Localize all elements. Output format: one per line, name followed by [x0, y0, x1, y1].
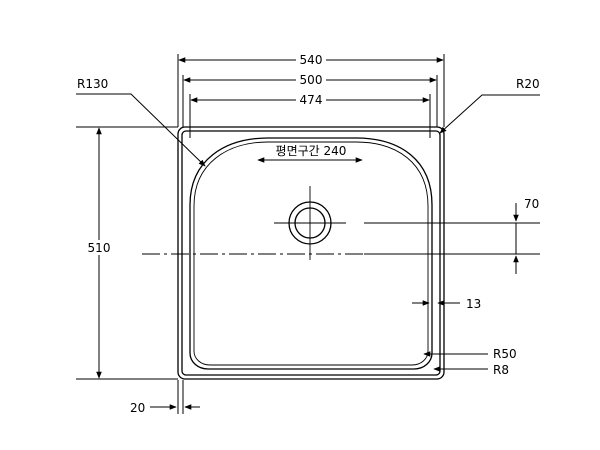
dim-flange: 20 [130, 401, 145, 415]
outer-rim [177, 126, 445, 380]
dim-bowl-inner-width: 474 [300, 93, 323, 107]
dim-height: 510 [88, 241, 111, 255]
leader-r20 [439, 94, 540, 134]
dim-flat-section: 평면구간 240 [276, 144, 347, 158]
leader-r130 [76, 93, 206, 167]
dim-rim-gap: 13 [466, 297, 481, 311]
label-r20: R20 [516, 77, 540, 91]
label-r8: R8 [493, 363, 509, 377]
inner-rim [181, 130, 441, 376]
dim-overall-width: 540 [300, 53, 323, 67]
dim-bowl-outer-width: 500 [300, 73, 323, 87]
radius-leaders [76, 93, 540, 372]
drain [274, 186, 346, 260]
sink-body [177, 126, 445, 380]
label-r130: R130 [77, 77, 108, 91]
drain-offset-dimension [364, 203, 540, 274]
bowl-outline [189, 137, 433, 370]
dim-drain-offset: 70 [524, 197, 539, 211]
flange-dimension [150, 380, 200, 414]
label-r50: R50 [493, 347, 517, 361]
bowl-inner-outline [193, 141, 429, 366]
